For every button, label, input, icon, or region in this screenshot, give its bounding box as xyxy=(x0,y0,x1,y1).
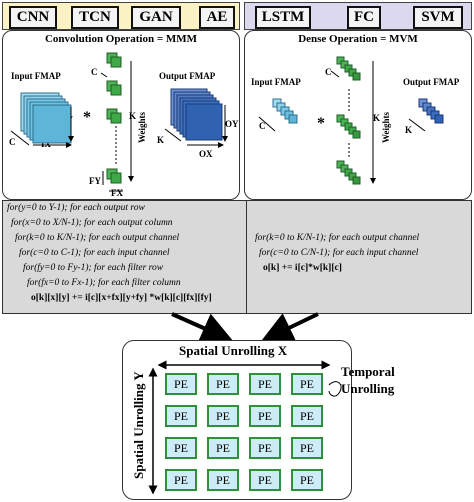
pe-cell: PE xyxy=(207,469,239,491)
dense-output-label: Output FMAP xyxy=(403,77,460,87)
merge-arrows xyxy=(171,312,319,343)
conv-loop-2: for(k=0 to K/N-1); for each output chann… xyxy=(15,233,180,243)
pe-cell: PE xyxy=(207,437,239,459)
pe-cell: PE xyxy=(207,405,239,427)
arrow-from-conv xyxy=(171,312,234,343)
conv-code-panel: for(y=0 to Y-1); for each output row for… xyxy=(2,200,248,314)
dense-output-fmap xyxy=(418,98,444,124)
pe-cell: PE xyxy=(165,469,197,491)
pe-cell: PE xyxy=(165,437,197,459)
dense-weights xyxy=(336,56,361,185)
conv-output-fmap xyxy=(170,88,223,141)
conv-loop-0: for(y=0 to Y-1); for each output row xyxy=(7,203,145,213)
pe-cell: PE xyxy=(291,405,323,427)
arrow-k-out xyxy=(164,128,182,142)
dim-ix: IX xyxy=(41,139,52,149)
pe-cell: PE xyxy=(249,373,281,395)
temporal-label: Temporal Unrolling xyxy=(341,364,395,396)
dense-input-fmap xyxy=(272,98,298,124)
tag-cnn: CNN xyxy=(9,6,57,29)
header-right-bar: LSTM FC SVM xyxy=(244,2,472,30)
arrow-from-dense xyxy=(260,312,319,343)
dense-input-label: Input FMAP xyxy=(251,77,301,87)
dim-c-w: C xyxy=(91,67,98,77)
pe-cell: PE xyxy=(291,469,323,491)
tag-fc: FC xyxy=(347,6,381,29)
pe-cell: PE xyxy=(165,405,197,427)
conv-loop-5: for(fx=0 to Fx-1); for each filter colum… xyxy=(27,278,181,288)
conv-panel: Convolution Operation = MMM Input FMAP O… xyxy=(2,30,240,200)
header-left-bar: CNN TCN GAN AE xyxy=(2,2,240,30)
conv-input-label: Input FMAP xyxy=(11,71,61,81)
dense-panel: Dense Operation = MVM Input FMAP Output … xyxy=(244,30,472,200)
tag-tcn: TCN xyxy=(71,6,119,29)
dim-fx: FX xyxy=(111,188,123,198)
dense-dim-c-in: C xyxy=(259,121,266,131)
spatial-x-label: Spatial Unrolling X xyxy=(179,343,288,358)
pe-cell: PE xyxy=(165,373,197,395)
dense-title: Dense Operation = MVM xyxy=(298,33,418,45)
dim-fy: FY xyxy=(89,176,101,186)
conv-statement: o[k][x][y] += i[c][x+fx][y+fy] *w[k][c][… xyxy=(31,293,212,303)
conv-op-symbol: * xyxy=(83,109,91,126)
dim-k-out: K xyxy=(157,135,165,145)
dense-dim-k-out: K xyxy=(405,125,413,135)
dense-dim-c-w: C xyxy=(325,67,332,77)
dense-op-symbol: * xyxy=(317,115,325,132)
pe-cell: PE xyxy=(207,373,239,395)
conv-loop-3: for(c=0 to C-1); for each input channel xyxy=(19,248,170,258)
dim-k-w: K xyxy=(129,111,137,121)
dense-dim-k-w: K xyxy=(373,113,381,123)
conv-figure xyxy=(10,52,228,192)
tag-gan: GAN xyxy=(131,6,181,29)
dense-loop-0: for(k=0 to K/N-1); for each output chann… xyxy=(255,233,420,243)
dense-code-panel: for(k=0 to K/N-1); for each output chann… xyxy=(246,200,472,314)
arrow-c-in xyxy=(10,130,30,146)
conv-weights xyxy=(106,52,122,184)
pe-array-panel: Spatial Unrolling X Spatial Unrolling Y … xyxy=(122,340,395,500)
tag-svm: SVM xyxy=(413,6,463,29)
temporal-loop-arrow xyxy=(328,381,342,397)
pe-cell: PE xyxy=(249,437,281,459)
pe-cell: PE xyxy=(291,373,323,395)
pe-cell: PE xyxy=(249,469,281,491)
dim-c-in: C xyxy=(9,137,16,147)
dense-statement: o[k] += i[c]*w[k][c] xyxy=(263,263,342,273)
dense-loop-1: for(c=0 to C/N-1); for each input channe… xyxy=(259,248,419,258)
pe-axes xyxy=(148,360,342,495)
conv-input-fmap xyxy=(20,92,72,144)
dense-arrow-c-w xyxy=(330,70,340,78)
conv-output-label: Output FMAP xyxy=(159,71,216,81)
conv-loop-1: for(x=0 to X/N-1); for each output colum… xyxy=(11,218,173,228)
conv-loop-4: for(fy=0 to Fy-1); for each filter row xyxy=(23,263,164,273)
dense-figure xyxy=(258,56,444,185)
conv-title: Convolution Operation = MMM xyxy=(44,33,197,45)
dim-oy: OY xyxy=(225,119,239,129)
dim-ox: OX xyxy=(199,149,213,159)
pe-cell: PE xyxy=(291,437,323,459)
arrow-c-w xyxy=(100,72,108,78)
tag-lstm: LSTM xyxy=(255,6,311,29)
dense-arrow-c-in xyxy=(258,116,276,132)
pe-cell: PE xyxy=(249,405,281,427)
tag-ae: AE xyxy=(199,6,235,29)
dense-arrow-k-out xyxy=(408,118,426,132)
